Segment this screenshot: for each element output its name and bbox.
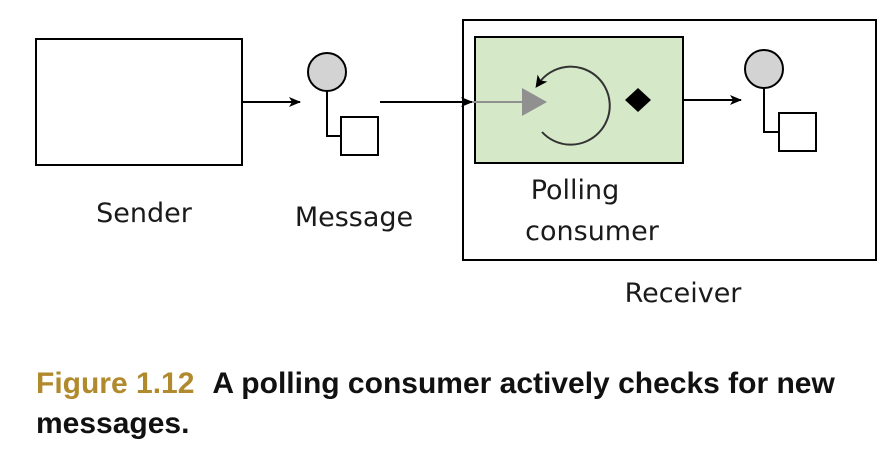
diamond-icon bbox=[625, 88, 651, 112]
message-label: Message bbox=[295, 202, 413, 233]
figure-caption-text: A polling consumer actively checks for n… bbox=[36, 367, 835, 440]
figure-number: Figure 1.12 bbox=[36, 367, 195, 400]
message-connector-line bbox=[326, 91, 341, 137]
receiver-box bbox=[462, 19, 877, 261]
output-message-icon bbox=[744, 49, 817, 152]
output-message-connector-line bbox=[763, 88, 779, 133]
receiver-label: Receiver bbox=[625, 278, 743, 309]
sender-box bbox=[35, 38, 243, 166]
message-icon bbox=[307, 52, 379, 156]
gray-flow-arrow-icon bbox=[472, 88, 547, 116]
output-message-circle-icon bbox=[744, 49, 784, 89]
polling-consumer-label-line1: Polling bbox=[531, 175, 620, 206]
sender-label: Sender bbox=[96, 198, 193, 229]
diagram-canvas: Sender Message Receiver Polling consumer bbox=[35, 19, 877, 309]
message-circle-icon bbox=[307, 52, 347, 92]
polling-loop-icon bbox=[535, 65, 611, 146]
output-message-square-icon bbox=[778, 112, 817, 152]
polling-consumer-label-line2: consumer bbox=[525, 216, 660, 247]
message-square-icon bbox=[340, 116, 379, 156]
